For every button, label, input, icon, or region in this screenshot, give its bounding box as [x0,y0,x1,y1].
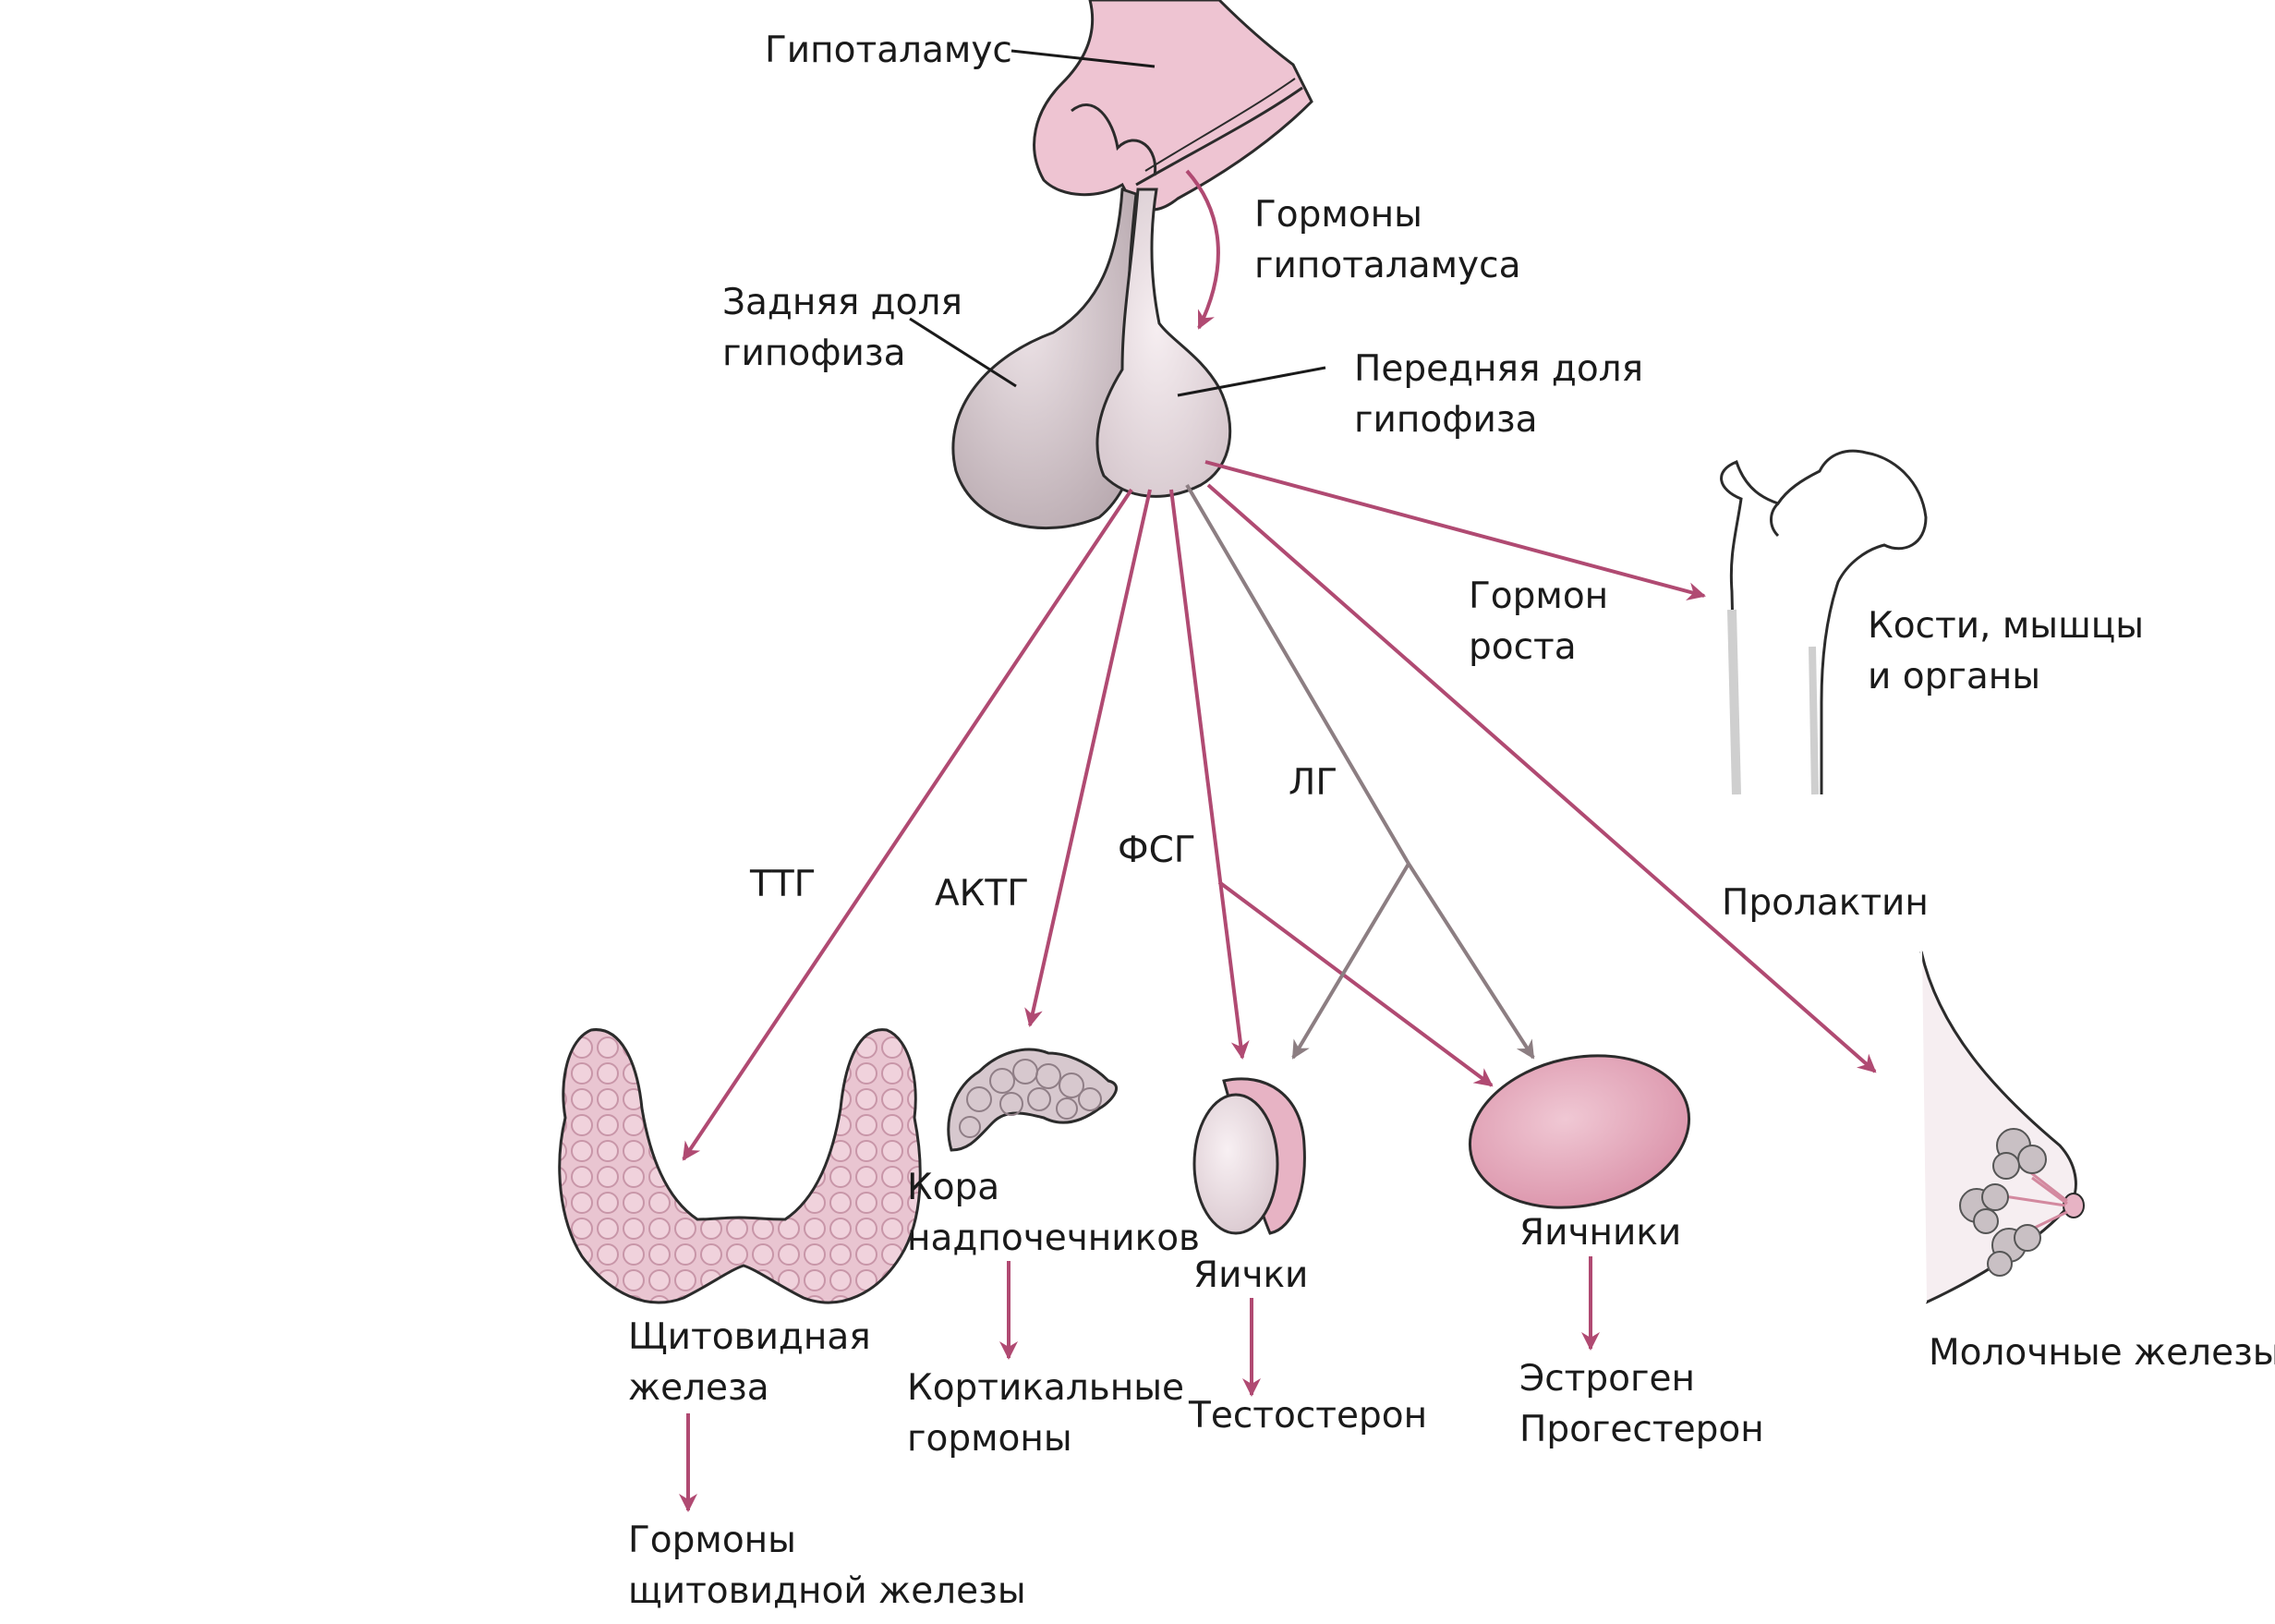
thyroid-hormones-label: Гормоны щитовидной железы [628,1520,1026,1612]
bone-illustration [1720,449,1928,795]
arrow-fsh [1169,489,1250,1060]
pituitary-illustration [951,187,1232,529]
thyroid-illustration [558,1028,922,1304]
arrow-prolactin [1206,483,1877,1073]
hypothalamus-illustration [1033,0,1313,212]
mammary-illustration [1919,951,2085,1304]
arrows [679,169,1877,1512]
bones-label: Кости, мышцы и органы [1868,605,2145,697]
testosterone-label: Тестостерон [1189,1395,1428,1436]
arrow-tsh [682,488,1133,1161]
tsh-label: ТТГ [750,864,817,905]
hypothalamus-leader [1010,49,1156,68]
ovaries-label: Яичники [1519,1212,1682,1254]
hypothalamus-label: Гипоталамус [765,30,1012,71]
ovary-illustration [1468,1054,1691,1209]
anterior-pituitary-label: Передняя доля гипофиза [1354,348,1644,441]
mammary-label: Молочные железы [1929,1332,2275,1374]
arrow-fsh-ovary [1217,880,1494,1087]
ovary-hormones-label: Эстроген Прогестерон [1519,1358,1764,1450]
leader-lines [909,49,1326,397]
adrenal-label: Кора надпочечников [907,1167,1201,1259]
thyroid-label: Щитовидная железа [628,1316,871,1409]
anterior-leader [1177,366,1326,397]
adrenal-illustration [947,1048,1118,1152]
prolactin-label: Пролактин [1722,882,1929,924]
cortical-hormones-label: Кортикальные гормоны [907,1367,1185,1460]
fsh-label: ФСГ [1118,830,1196,871]
arrow-hypothalamic-hormones [1185,169,1220,330]
posterior-leader [909,317,1017,388]
arrow-lh [1185,483,1410,866]
acth-label: АКТГ [935,873,1029,915]
lh-label: ЛГ [1289,762,1338,804]
arrow-lh-ovary [1407,862,1535,1060]
posterior-pituitary-label: Задняя доля гипофиза [722,282,962,374]
hypothalamic-hormones-label: Гормоны гипоталамуса [1254,194,1521,286]
growth-hormone-label: Гормон роста [1469,576,1609,668]
arrow-acth [1024,489,1152,1027]
testis-illustration [1192,1077,1306,1235]
testes-label: Яички [1193,1254,1309,1296]
arrow-growth-hormone [1204,460,1706,600]
arrow-lh-testis [1291,862,1410,1060]
